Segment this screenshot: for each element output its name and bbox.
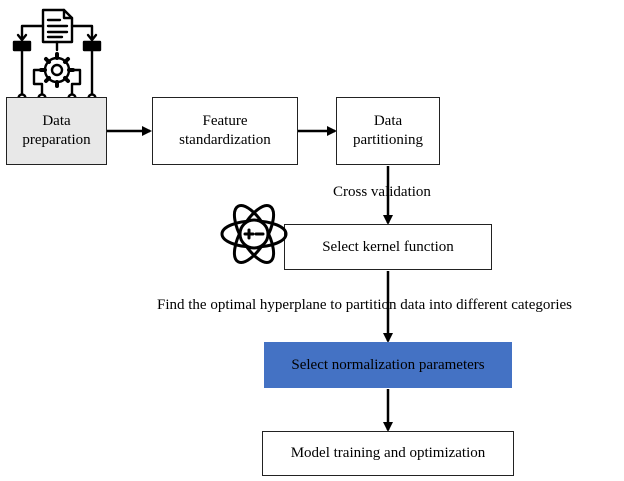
- node-data-partitioning: Data partitioning: [336, 97, 440, 165]
- node-data-preparation: Data preparation: [6, 97, 107, 165]
- edge-label-find-hyperplane: Find the optimal hyperplane to partition…: [157, 297, 573, 313]
- node-label: Model training and optimization: [290, 445, 486, 461]
- node-select-normalization-parameters: Select normalization parameters: [264, 342, 512, 388]
- document-gear-flow-icon: [12, 8, 102, 103]
- node-label: Data: [42, 113, 71, 129]
- edge-label-cross-validation: Cross validation: [333, 184, 431, 200]
- node-feature-standardization: Feature standardization: [152, 97, 298, 165]
- node-select-kernel-function: Select kernel function: [284, 224, 492, 270]
- node-label: standardization: [179, 132, 271, 148]
- atom-plus-minus-icon: [220, 204, 288, 264]
- node-label: Data: [373, 113, 403, 129]
- node-label: Feature: [202, 113, 248, 129]
- node-label: Select normalization parameters: [291, 356, 485, 373]
- node-model-training: Model training and optimization: [262, 431, 514, 476]
- node-label: partitioning: [353, 132, 423, 148]
- node-label: preparation: [22, 132, 91, 148]
- node-label: Select kernel function: [322, 238, 454, 255]
